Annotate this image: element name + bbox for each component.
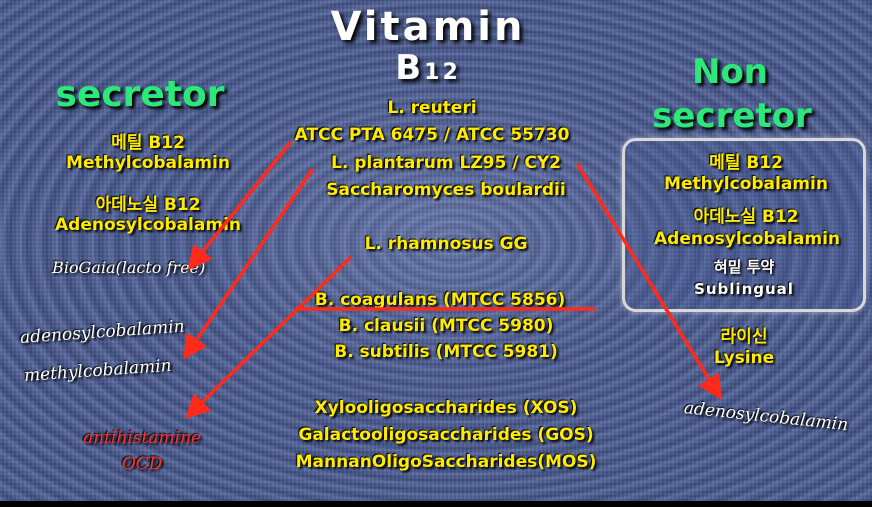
title-vitamin: Vitamin <box>330 4 526 50</box>
center-rhamnosus: L. rhamnosus GG <box>364 234 528 254</box>
arrow-atcc-to-biogaia <box>187 141 292 271</box>
secretor-biogaia: BioGaia(lacto free) <box>52 258 206 277</box>
secretor-ocd: OCD <box>121 454 163 474</box>
secretor-adeno-ko: 아데노실 B12 <box>95 195 201 215</box>
center-xos: Xylooligosaccharides (XOS) <box>314 398 578 418</box>
secretor-antihistamine: antihistamine <box>83 428 201 448</box>
non-secretor-adeno-en: Adenosylcobalamin <box>654 229 841 249</box>
secretor-methyl-ko: 메틸 B12 <box>111 133 185 153</box>
title-b: B <box>395 48 425 88</box>
arrow-plantarum-to-non-secretor-out <box>576 163 722 400</box>
bottom-bar <box>0 501 872 507</box>
center-boulardii: Saccharomyces boulardii <box>326 180 566 200</box>
center-reuteri: L. reuteri <box>387 98 477 118</box>
title-b12: B12 <box>395 48 461 88</box>
non-secretor-box <box>622 138 866 312</box>
center-coagulans: B. coagulans (MTCC 5856) <box>314 290 566 310</box>
non-secretor-lysine-en: Lysine <box>713 348 775 368</box>
arrow-plantarum-to-secretor-out <box>183 168 314 360</box>
center-mos: MannanOligoSaccharides(MOS) <box>295 452 597 472</box>
non-secretor-sublingual-en: Sublingual <box>694 280 794 298</box>
secretor-adeno-en: Adenosylcobalamin <box>54 215 242 235</box>
non-secretor-lysine-ko: 라이신 <box>720 327 768 347</box>
center-clausii: B. clausii (MTCC 5980) <box>338 316 554 336</box>
center-plantarum: L. plantarum LZ95 / CY2 <box>331 153 561 173</box>
non-secretor-heading-2: secretor <box>652 96 812 136</box>
center-subtilis: B. subtilis (MTCC 5981) <box>334 342 558 362</box>
secretor-heading: secretor <box>55 74 225 115</box>
title-12: 12 <box>424 60 461 85</box>
center-gos: Galactooligosaccharides (GOS) <box>298 425 594 445</box>
non-secretor-sublingual-ko: 혀밑 투약 <box>713 258 775 276</box>
non-secretor-heading-1: Non <box>691 52 769 92</box>
non-secretor-methyl-en: Methylcobalamin <box>664 174 828 194</box>
non-secretor-adeno-ko: 아데노실 B12 <box>693 207 799 227</box>
arrow-rhamnosus-to-antihistamine <box>184 256 352 419</box>
secretor-methyl-en: Methylcobalamin <box>66 153 230 173</box>
center-atcc: ATCC PTA 6475 / ATCC 55730 <box>294 125 570 145</box>
non-secretor-methyl-ko: 메틸 B12 <box>709 153 783 173</box>
